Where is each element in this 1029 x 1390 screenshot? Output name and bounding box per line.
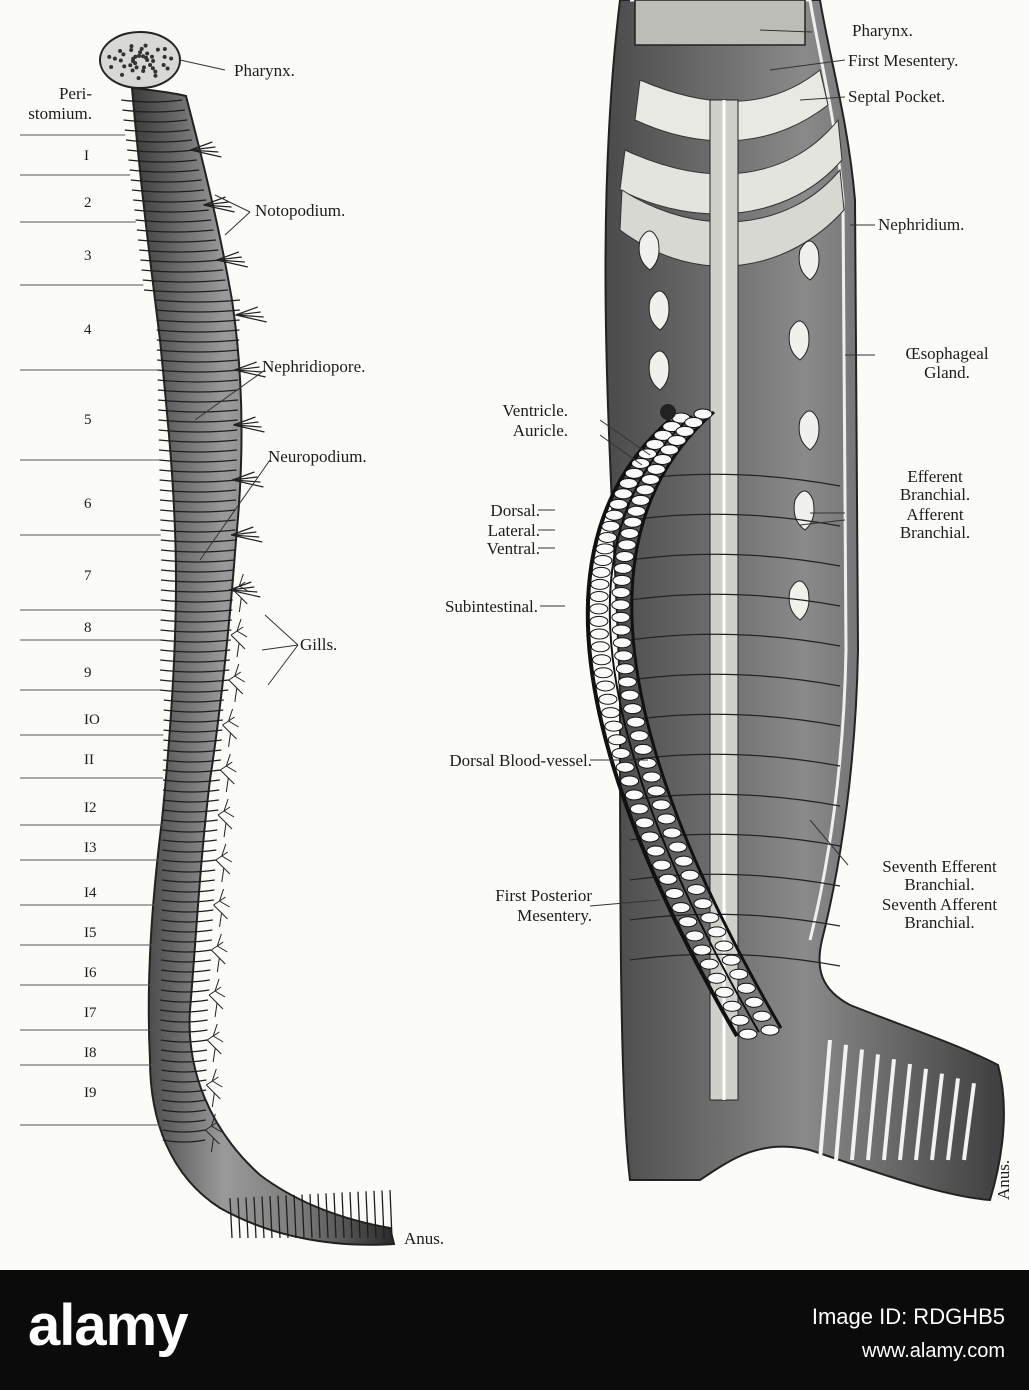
label-septal-pocket: Septal Pocket. — [848, 87, 946, 106]
segment-number: I6 — [84, 965, 97, 981]
label-auricle: Auricle. — [512, 421, 568, 440]
label-anus-left: Anus. — [404, 1229, 445, 1248]
illustration: Pharynx. Peri- stomium. Notopodium. Neph… — [20, 0, 1013, 1248]
segment-number: I2 — [84, 800, 97, 816]
segment-number: II — [84, 752, 94, 768]
label-anus-right: Anus. — [994, 1159, 1013, 1200]
label-first-mesentery: First Mesentery. — [848, 51, 959, 70]
label-seventh-efferent-branchial: Seventh Efferent Branchial. — [882, 857, 997, 894]
segment-number: IO — [84, 712, 100, 728]
segment-number: 9 — [84, 665, 92, 681]
label-efferent-branchial: Efferent Branchial. — [899, 467, 971, 504]
segment-number: 3 — [84, 248, 92, 264]
label-afferent-branchial: Afferent Branchial. — [899, 505, 971, 542]
left-leader-lines — [179, 59, 299, 686]
pharynx-head — [99, 31, 181, 89]
segment-number: I8 — [84, 1045, 97, 1061]
segment-number: I — [84, 148, 89, 164]
watermark-footer: alamy Image ID: RDGHB5 www.alamy.com — [0, 1270, 1029, 1390]
right-leader-lines — [538, 29, 875, 907]
label-ventricle: Ventricle. — [502, 401, 568, 420]
label-subintestinal: Subintestinal. — [444, 597, 538, 616]
label-dorsal-blood-vessel: Dorsal Blood-vessel. — [449, 751, 592, 770]
label-gills: Gills. — [300, 635, 338, 654]
label-neuropodium: Neuropodium. — [268, 447, 367, 466]
label-pharynx-right: Pharynx. — [852, 21, 913, 40]
segment-number: 4 — [84, 322, 92, 338]
segment-number: I4 — [84, 885, 97, 901]
segment-number: 8 — [84, 620, 92, 636]
label-lateral: Lateral. — [487, 521, 540, 540]
label-dorsal: Dorsal. — [490, 501, 540, 520]
label-oesophageal-gland: Œsophageal Gland. — [905, 344, 989, 382]
label-nephridiopore: Nephridiopore. — [262, 357, 366, 376]
site-url: www.alamy.com — [862, 1340, 1005, 1362]
worm-dissection-view — [538, 0, 1005, 1202]
label-pharynx-left: Pharynx. — [234, 61, 295, 80]
image-id: Image ID: RDGHB5 — [811, 1304, 1005, 1329]
segment-number: I5 — [84, 925, 97, 941]
segment-number: I9 — [84, 1085, 97, 1101]
label-first-posterior-mesentery: First Posterior Mesentery. — [495, 886, 592, 925]
segment-number: 5 — [84, 412, 92, 428]
segment-number: 2 — [84, 195, 92, 211]
brand-logo: alamy — [28, 1293, 188, 1358]
worm-external-view — [20, 31, 396, 1246]
segment-number: 7 — [84, 568, 92, 584]
label-ventral: Ventral. — [486, 539, 540, 558]
segment-number: I7 — [84, 1005, 97, 1021]
label-seventh-afferent-branchial: Seventh Afferent Branchial. — [881, 895, 998, 932]
label-notopodium: Notopodium. — [255, 201, 346, 220]
segment-number: I3 — [84, 840, 97, 856]
segment-number: 6 — [84, 496, 92, 512]
label-nephridium: Nephridium. — [878, 215, 965, 234]
label-peristomium: Peri- stomium. — [28, 84, 92, 123]
